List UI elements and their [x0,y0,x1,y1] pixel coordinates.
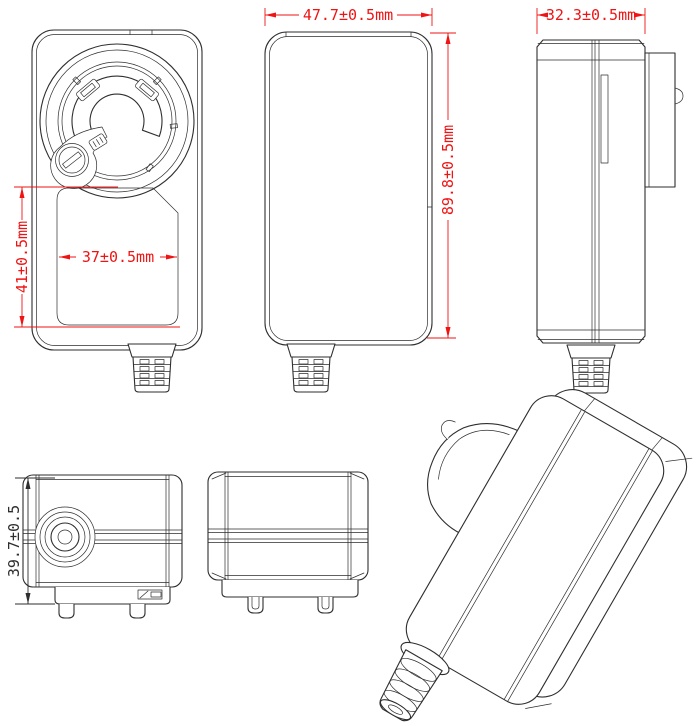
perspective-plug [427,420,520,534]
dim-label-back-height: 89.8±0.5mm [439,125,457,215]
pin-right [129,603,146,619]
dim-bottom-depth: 39.7±0.5 [5,477,55,605]
perspective-view [379,389,693,722]
pin-left [58,603,75,619]
pin-right [317,596,334,614]
side-clip-bump [674,87,684,105]
latch-tab [88,133,108,151]
dim-side-width: 32.3±0.5mm [536,6,646,34]
front-view: 41±0.5mm 37±0.5mm [13,29,203,393]
dim-label-bottom-depth: 39.7±0.5 [5,505,23,577]
dim-label-side-width: 32.3±0.5mm [546,6,636,24]
bottom-view: 39.7±0.5 [5,474,183,619]
screw [55,143,89,177]
perspective-main-face [405,395,665,705]
top-body-outline [207,471,369,581]
side-strain-relief [566,344,616,394]
plug-clip-bump [440,420,456,440]
pin-left [247,596,264,614]
bottom-strain-relief-rings [34,506,96,568]
pin-slot-right [135,78,159,102]
back-strain-relief [286,343,336,393]
cable-exit-hole [388,704,403,715]
dim-back-width: 47.7±0.5mm [264,6,433,26]
dim-label-back-width: 47.7±0.5mm [303,6,393,24]
dim-front-width: 37±0.5mm [59,248,177,266]
bottom-plug-section [54,586,171,619]
front-body-outline [31,29,203,351]
side-plug-block [644,52,684,188]
top-plug-section [221,579,359,614]
top-view [207,471,369,614]
bottom-latch-detail [137,589,163,600]
side-slot [600,74,609,164]
bottom-parting-band [22,529,183,544]
dim-label-front-width: 37±0.5mm [82,248,154,266]
perspective-seams [436,409,653,702]
label-recess [56,187,179,326]
top-parting-band [207,528,369,543]
dim-back-height: 89.8±0.5mm [427,32,457,339]
dim-label-front-height: 41±0.5mm [13,221,31,293]
back-view: 47.7±0.5mm 89.8±0.5mm [264,6,457,393]
plug-mount-ring [39,43,195,199]
back-body-outline [264,31,433,346]
pin-slot-left [76,78,100,102]
dim-front-height: 41±0.5mm [13,186,180,328]
front-strain-relief [127,343,177,393]
side-view: 32.3±0.5mm [536,6,684,394]
side-body-outline [536,39,646,344]
perspective-strain-relief [379,641,450,722]
